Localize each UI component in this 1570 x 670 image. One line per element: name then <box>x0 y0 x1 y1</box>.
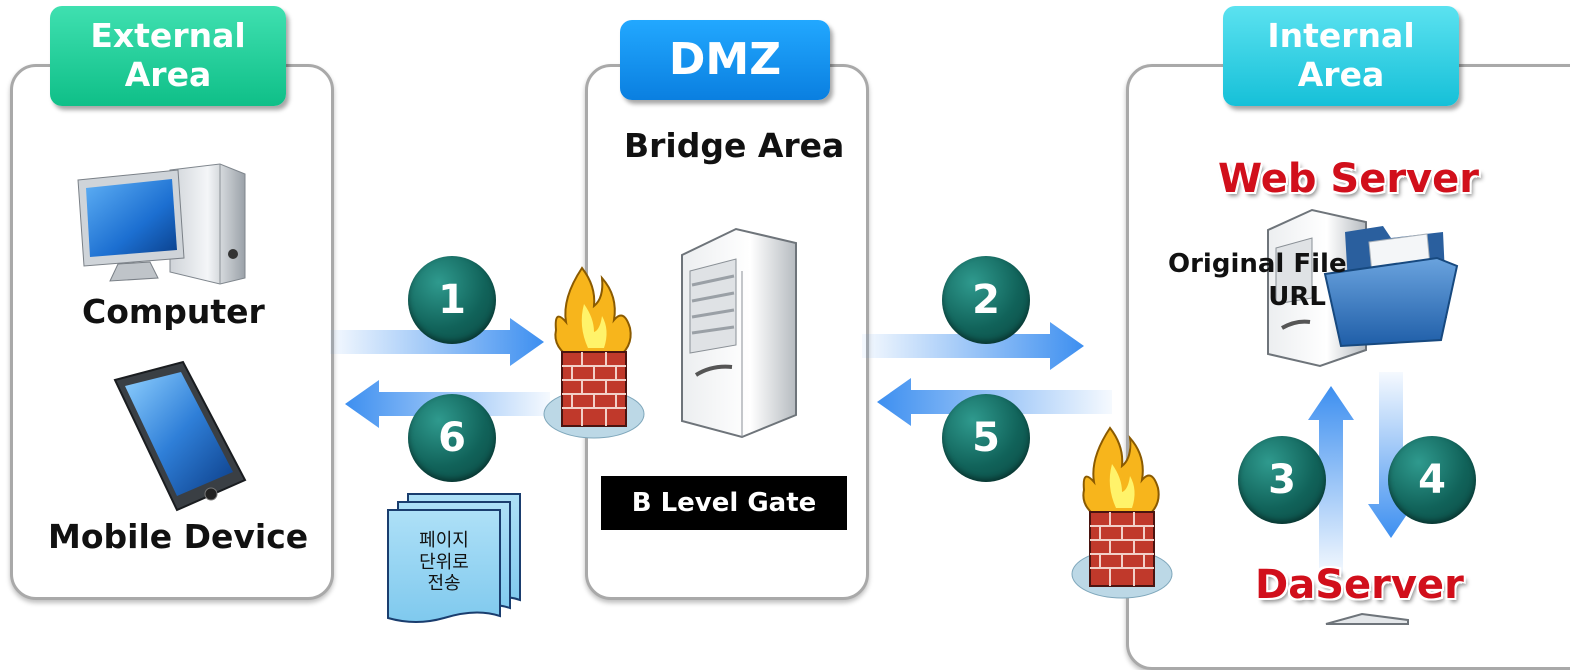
document-stack-label: 페이지 단위로 전송 <box>388 530 500 595</box>
external-area-tab-line2: Area <box>124 55 212 94</box>
original-file-line1: Original File <box>1168 249 1347 279</box>
folder-icon <box>1323 226 1459 348</box>
b-level-gate: B Level Gate <box>601 476 847 530</box>
computer-label: Computer <box>82 292 265 331</box>
step-4-badge: 4 <box>1388 436 1476 524</box>
step-2-badge: 2 <box>942 256 1030 344</box>
arrow-up-3 <box>1308 386 1354 576</box>
document-stack-line2: 단위로 <box>419 551 469 573</box>
internal-area-panel <box>1126 64 1570 670</box>
step-6-badge: 6 <box>408 394 496 482</box>
daserver-title: DaServer <box>1255 562 1464 608</box>
original-file-line2: URL <box>1268 281 1326 312</box>
dmz-tab-label: DMZ <box>668 34 782 86</box>
web-server-title: Web Server <box>1218 156 1479 202</box>
server-tower-icon <box>681 227 797 439</box>
desktop-computer-icon <box>77 163 246 285</box>
bridge-area-label: Bridge Area <box>624 126 845 165</box>
arrow-request-2 <box>862 322 1084 370</box>
server-tower-icon <box>1325 612 1409 625</box>
step-5-badge: 5 <box>942 394 1030 482</box>
document-stack-line3: 전송 <box>427 573 461 595</box>
step-3-badge: 3 <box>1238 436 1326 524</box>
document-stack-icon <box>387 493 521 623</box>
arrow-request-1 <box>330 318 544 366</box>
firewall-icon <box>543 266 645 439</box>
external-area-panel <box>10 64 334 600</box>
document-stack-line1: 페이지 <box>419 530 469 551</box>
internal-area-tab-line2: Area <box>1297 55 1385 94</box>
firewall-icon <box>1071 426 1173 599</box>
internal-area-tab-line1: Internal <box>1267 16 1415 56</box>
dmz-tab: DMZ <box>620 20 830 100</box>
step-1-badge: 1 <box>408 256 496 344</box>
original-file-label: Original File URL <box>1168 248 1347 313</box>
b-level-gate-label: B Level Gate <box>631 488 817 518</box>
external-area-tab-line1: External <box>90 16 246 56</box>
mobile-device-label: Mobile Device <box>48 517 309 556</box>
smartphone-icon <box>113 360 247 512</box>
